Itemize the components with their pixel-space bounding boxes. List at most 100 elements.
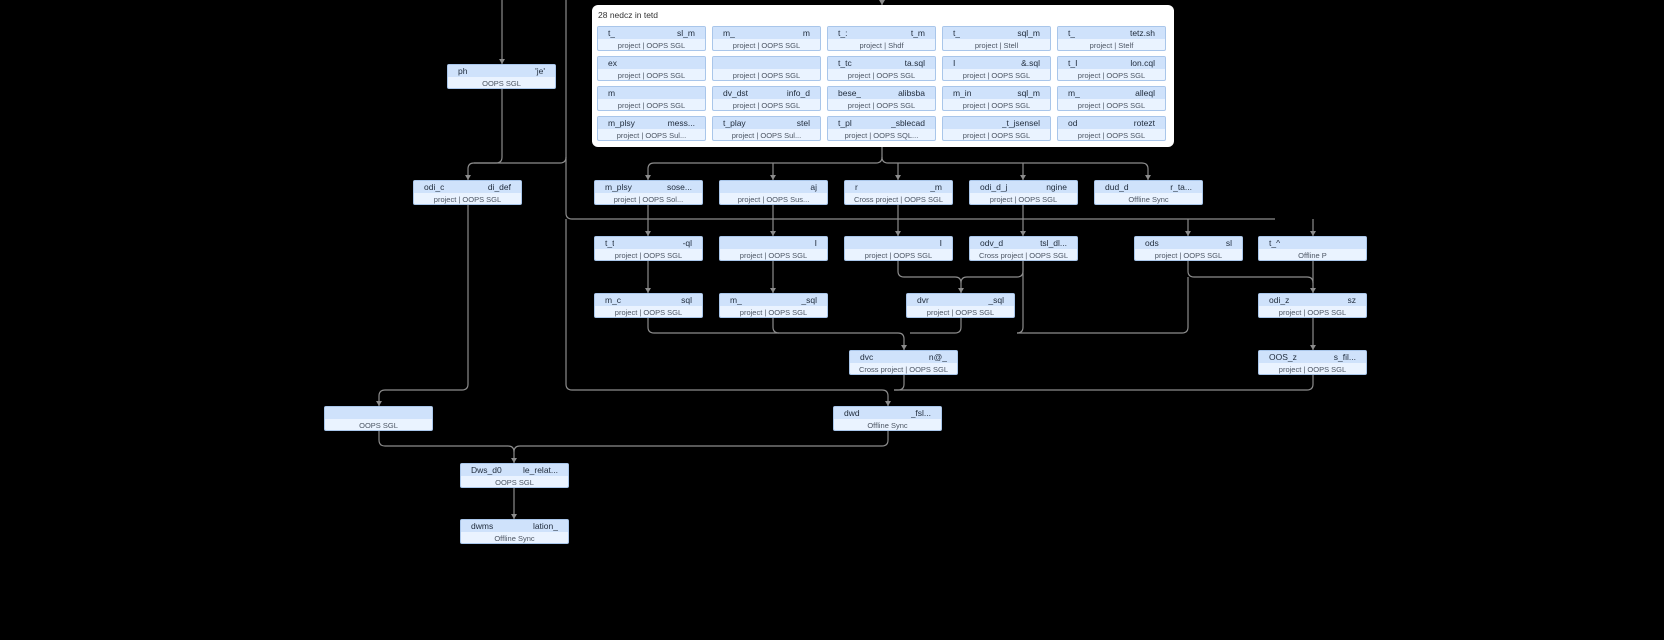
node-subtitle: project | OOPS SGL xyxy=(1154,250,1223,260)
node-subtitle: project | Stell xyxy=(974,40,1019,50)
node-name-right: info_d xyxy=(786,88,810,98)
node-name-right: sz xyxy=(1347,295,1357,305)
node-name-right: s_fil... xyxy=(1333,352,1356,362)
node-name-left: dud_d xyxy=(1105,182,1129,192)
group-title: 28 nedcz in tetd xyxy=(598,10,659,20)
edge-line xyxy=(1016,261,1024,334)
node-g7[interactable]: project | OOPS SGL xyxy=(712,56,821,81)
node-subtitle: project | OOPS SGL xyxy=(864,250,933,260)
node-name-left: ph xyxy=(458,66,468,76)
node-w2[interactable]: dwd_fsl...Offline Sync xyxy=(833,406,942,431)
node-subtitle: project | OOPS SGL xyxy=(962,70,1031,80)
node-name-left: r xyxy=(855,182,858,192)
node-name-right: I xyxy=(814,238,817,248)
node-subtitle: project | OOPS Sul... xyxy=(616,130,687,140)
node-name-left: t_t xyxy=(605,238,615,248)
node-name-right: alibsba xyxy=(898,88,925,98)
node-subtitle: project | OOPS SGL xyxy=(926,307,995,317)
node-subtitle: project | OOPS SGL xyxy=(433,194,502,204)
node-header: m_plsy sose... xyxy=(595,181,702,193)
node-s6[interactable]: t_^Offline P xyxy=(1258,236,1367,261)
node-name-right: _t_jsensel xyxy=(1001,118,1040,128)
node-name-left: m_plsy xyxy=(605,182,632,192)
node-name-left: m_ xyxy=(730,295,742,305)
node-name-right: sl xyxy=(1225,238,1232,248)
node-name-right: rotezt xyxy=(1133,118,1155,128)
edge-line xyxy=(378,205,469,406)
edge-line xyxy=(647,147,883,180)
node-header: dvr_sql xyxy=(907,294,1014,306)
node-name-left: odv_d xyxy=(980,238,1004,248)
edge-line xyxy=(960,261,1024,284)
node-g9[interactable]: I &.sql project | OOPS SGL xyxy=(942,56,1051,81)
edge-line xyxy=(1187,261,1314,284)
node-name-left: t_I xyxy=(1068,58,1078,68)
node-subtitle: project | OOPS SGL xyxy=(617,70,686,80)
edge-line xyxy=(378,431,515,463)
node-name-right: mess... xyxy=(667,118,695,128)
node-name-right: tetz.sh xyxy=(1129,28,1155,38)
node-name-left: bese_ xyxy=(838,88,862,98)
node-n_ph[interactable]: ph'je'OOPS SGL xyxy=(447,64,556,89)
node-header: m_m xyxy=(713,27,820,39)
node-subtitle: project | OOPS SGL xyxy=(739,250,808,260)
node-subtitle: OOPS SGL xyxy=(495,477,534,487)
node-header: I &.sql xyxy=(943,57,1050,69)
node-name-right: sose... xyxy=(666,182,692,192)
node-subtitle: project | OOPS SGL xyxy=(732,70,801,80)
node-w1[interactable]: OOPS SGL xyxy=(324,406,433,431)
node-name-left: I xyxy=(953,58,956,68)
node-subtitle: project | OOPS SGL xyxy=(1077,70,1146,80)
node-name-left: m xyxy=(608,88,616,98)
node-subtitle: project | OOPS SQL... xyxy=(844,130,919,140)
node-g16[interactable]: m_plsy mess... project | OOPS Sul... xyxy=(597,116,706,141)
node-name-left: m_plsy xyxy=(608,118,635,128)
node-name-right: &.sql xyxy=(1021,58,1040,68)
edge-line xyxy=(894,375,1314,391)
edge-line xyxy=(894,375,905,391)
node-header: dwd_fsl... xyxy=(834,407,941,419)
